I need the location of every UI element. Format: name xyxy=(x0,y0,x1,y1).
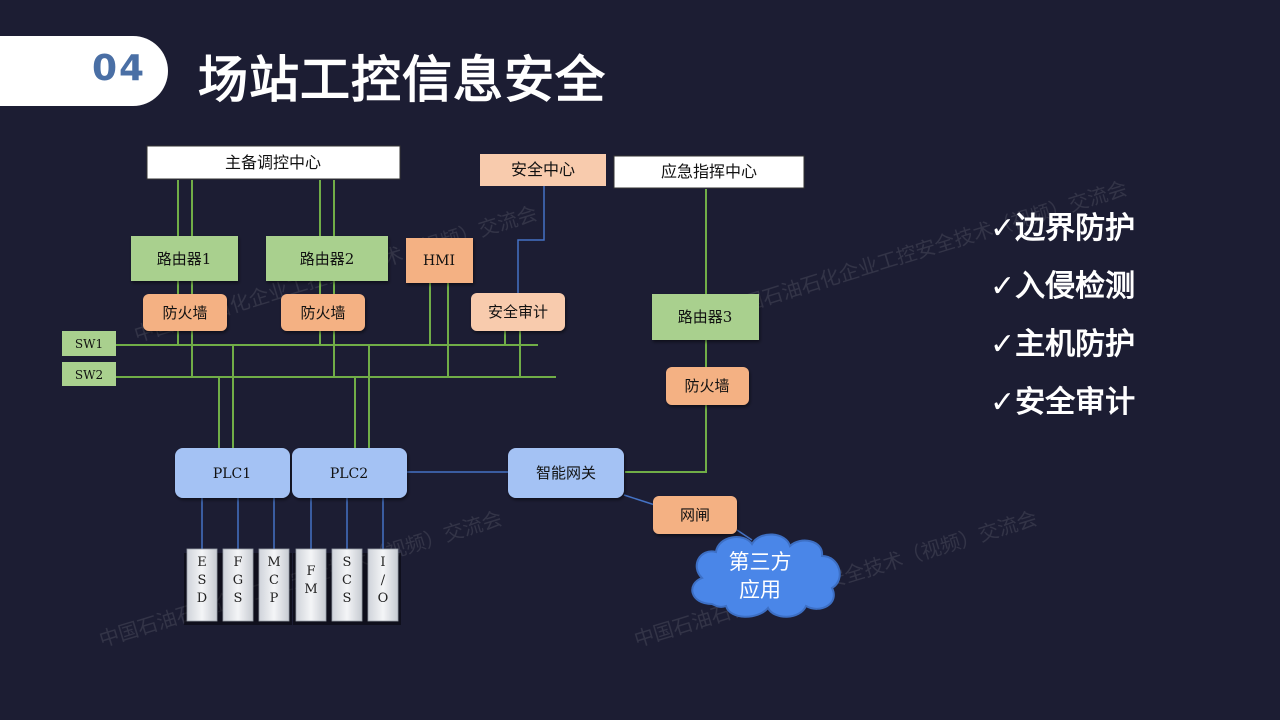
io-module-mcp-char: P xyxy=(270,591,279,606)
io-module-fgs xyxy=(222,548,254,622)
section-number: 04 xyxy=(92,48,147,89)
plc-2-label: PLC2 xyxy=(330,466,368,482)
firewall-3 xyxy=(666,367,749,405)
io-module-io-char: I xyxy=(380,555,385,570)
io-module-io xyxy=(367,548,399,622)
page-title: 场站工控信息安全 xyxy=(198,51,606,109)
smart-gateway xyxy=(508,448,624,498)
firewall-3-label: 防火墙 xyxy=(684,377,729,395)
switch-1-label: SW1 xyxy=(75,337,103,351)
io-module-io-char: O xyxy=(378,591,389,606)
feature-list: ✓边界防护 ✓入侵检测 ✓主机防护 ✓安全审计 xyxy=(990,206,1135,438)
router-1 xyxy=(131,236,238,281)
emergency-center-label: 应急指挥中心 xyxy=(661,162,757,181)
router-3-label: 路由器3 xyxy=(678,308,733,326)
feature-boundary-protection: ✓边界防护 xyxy=(990,211,1136,246)
router-2-label: 路由器2 xyxy=(300,250,355,268)
feature-intrusion-detection: ✓入侵检测 xyxy=(990,269,1136,304)
io-module-fgs-char: G xyxy=(233,573,243,588)
switch-2-label: SW2 xyxy=(75,368,103,382)
third-party-label-1: 第三方 xyxy=(729,550,792,574)
hmi-label: HMI xyxy=(423,253,455,269)
security-center: 安全中心 xyxy=(480,154,606,186)
plc-1-label: PLC1 xyxy=(213,466,251,482)
net-gate-label: 网闸 xyxy=(680,506,710,524)
third-party-label-2: 应用 xyxy=(739,578,781,602)
io-module-scs-char: S xyxy=(343,591,352,606)
io-module-fm xyxy=(295,548,327,622)
security-audit-label: 安全审计 xyxy=(488,303,548,321)
firewall-1 xyxy=(143,294,227,331)
switch-2 xyxy=(62,362,116,386)
io-module-fm-char: M xyxy=(304,582,317,597)
security-audit-node xyxy=(471,293,565,331)
section-number-pill xyxy=(0,36,168,106)
io-module-esd-char: D xyxy=(197,591,207,606)
firewall-1-label: 防火墙 xyxy=(162,304,207,322)
io-module-esd xyxy=(186,548,218,622)
firewall-2 xyxy=(281,294,365,331)
feature-security-audit: ✓安全审计 xyxy=(990,385,1136,420)
io-module-fgs-char: S xyxy=(234,591,243,606)
feature-host-protection: ✓主机防护 xyxy=(990,327,1136,362)
io-module-io-char: / xyxy=(381,573,386,588)
switch-1 xyxy=(62,331,116,356)
dispatch-center: 主备调控中心 xyxy=(146,145,401,180)
io-module-fgs-char: F xyxy=(233,555,242,570)
plc-1 xyxy=(175,448,290,498)
blue-links xyxy=(201,186,753,549)
router-2 xyxy=(266,236,388,281)
io-module-esd-char: S xyxy=(198,573,207,588)
net-gate xyxy=(653,496,737,534)
io-module-fm-char: F xyxy=(306,564,315,579)
io-module-scs-char: S xyxy=(343,555,352,570)
plc-2 xyxy=(292,448,407,498)
io-module-scs xyxy=(331,548,363,622)
io-module-mcp-char: M xyxy=(267,555,280,570)
hmi-node xyxy=(406,238,473,283)
io-module-mcp xyxy=(258,548,290,622)
smart-gateway-label: 智能网关 xyxy=(536,464,596,482)
router-3 xyxy=(652,294,759,340)
io-module-scs-char: C xyxy=(342,573,352,588)
io-module-esd-char: E xyxy=(197,555,207,570)
io-module-mcp-char: C xyxy=(269,573,279,588)
emergency-center: 应急指挥中心 xyxy=(613,155,805,189)
router-1-label: 路由器1 xyxy=(157,250,212,268)
security-center-label: 安全中心 xyxy=(511,160,575,179)
dispatch-center-label: 主备调控中心 xyxy=(225,153,321,172)
third-party-cloud xyxy=(691,533,841,618)
green-links xyxy=(116,180,707,473)
firewall-2-label: 防火墙 xyxy=(300,304,345,322)
